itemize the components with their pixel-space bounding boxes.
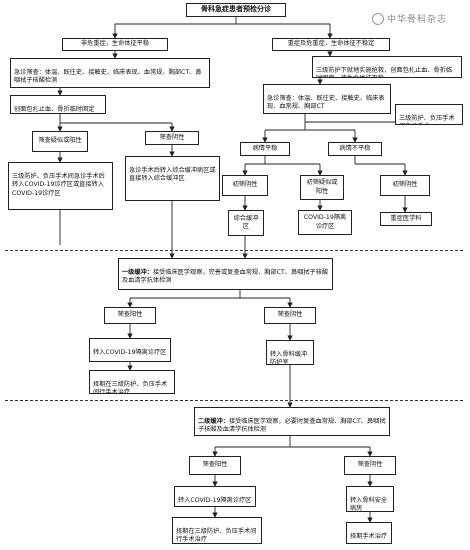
level1-buffer-text: 接受临床医学观察，完善或复查血常规、胸部CT、鼻咽拭子核酸及血清学抗体检测 bbox=[122, 269, 329, 285]
right-initial-negative-2-box: 初筛阴性 bbox=[380, 175, 430, 196]
right-initial-negative-2-label: 初筛阴性 bbox=[392, 181, 418, 189]
left-suspected-label: 筛查疑似或阳性 bbox=[38, 137, 82, 145]
level2-positive-box: 筛查阳性 bbox=[189, 456, 241, 475]
level2-negative-surgery-box: 择期手术治疗 bbox=[346, 522, 392, 544]
non-critical-label: 非危重症，生命体征平稳 bbox=[80, 40, 150, 48]
level2-positive-surgery-box: 择期在三级防护、负压手术间行手术治疗 bbox=[172, 517, 262, 544]
level1-positive-surgery-box: 择期在三级防护、负压手术间行手术治疗 bbox=[89, 370, 175, 394]
level2-positive-action-box: 转入COVID-19隔离诊疗区 bbox=[174, 486, 256, 507]
right-initial-negative-1-box: 初筛阴性 bbox=[222, 175, 268, 196]
left-negative-action-text: 急诊手术后转入综合缓冲病区或直接转入综合缓冲区 bbox=[129, 167, 216, 183]
right-stable-box: 病情平稳 bbox=[240, 142, 290, 156]
critical-label: 重症及危重症，生命体征不稳定 bbox=[287, 40, 375, 48]
level1-negative-action-box: 转入骨科缓冲防护室 bbox=[266, 340, 314, 365]
right-rescue-text: 三级防护下就地实施抢救，创面包扎止血、骨折临时固定，待生命体征平稳 bbox=[316, 67, 453, 77]
left-negative-action-box: 急诊手术后转入综合缓冲病区或直接转入综合缓冲区 bbox=[125, 156, 220, 201]
level1-positive-surgery-text: 择期在三级防护、负压手术间行手术治疗 bbox=[93, 381, 168, 394]
left-screening-box: 急诊筛查：体温、既往史、接触史、临床表现、血常规、胸部CT、鼻咽拭子核酸检测 bbox=[10, 58, 210, 88]
left-negative-label: 筛查阴性 bbox=[159, 133, 185, 141]
watermark-text: 中华骨科杂志 bbox=[387, 15, 448, 25]
right-icu-box: 重症医学科 bbox=[380, 212, 432, 226]
level2-negative-label: 筛查阴性 bbox=[357, 461, 383, 469]
right-comprehensive-buffer-box: 综合缓冲区 bbox=[228, 210, 264, 236]
right-emergency-surgery-box: 三级防护、负压手术间急诊手术 bbox=[395, 104, 463, 125]
level1-buffer-label: 一级缓冲： bbox=[122, 269, 153, 277]
journal-logo-icon bbox=[372, 12, 384, 25]
level2-buffer-label: 二级缓冲： bbox=[198, 418, 229, 426]
left-negative-box: 筛查阴性 bbox=[145, 131, 199, 145]
left-suspected-box: 筛查疑似或阳性 bbox=[32, 131, 88, 152]
level2-negative-box: 筛查阴性 bbox=[344, 456, 396, 475]
right-screening-text: 急诊筛查：体温、既往史、接触史、临床表现、血常规、胸部CT bbox=[267, 95, 385, 111]
right-covid-isolation-box: COVID-19隔离诊疗区 bbox=[298, 210, 352, 235]
right-unstable-box: 病情不平稳 bbox=[328, 142, 382, 156]
triage-title: 骨科急症患者预检分诊 bbox=[201, 5, 271, 14]
level2-buffer-text: 接受临床医学观察，必要时复查血常规、胸部CT、鼻咽拭子核酸及血清学抗体检测 bbox=[198, 418, 386, 434]
level2-negative-surgery-text: 择期手术治疗 bbox=[350, 533, 388, 541]
level1-negative-label: 筛查阴性 bbox=[277, 311, 303, 319]
level1-positive-action-text: 转入COVID-19隔离诊疗区 bbox=[93, 349, 167, 357]
right-rescue-box: 三级防护下就地实施抢救，创面包扎止血、骨折临时固定，待生命体征平稳 bbox=[312, 56, 462, 78]
left-screening-text: 急诊筛查：体温、既往史、接触史、临床表现、血常规、胸部CT、鼻咽拭子核酸检测 bbox=[14, 69, 202, 85]
level1-buffer-box: 一级缓冲：接受临床医学观察，完善或复查血常规、胸部CT、鼻咽拭子核酸及血清学抗体… bbox=[118, 258, 333, 290]
right-unstable-label: 病情不平稳 bbox=[339, 144, 371, 152]
journal-watermark: 中华骨科杂志 bbox=[372, 12, 447, 25]
level2-buffer-box: 二级缓冲：接受临床医学观察，必要时复查血常规、胸部CT、鼻咽拭子核酸及血清学抗体… bbox=[194, 407, 390, 436]
right-initial-negative-1-label: 初筛阴性 bbox=[232, 181, 258, 189]
section-divider-1 bbox=[5, 250, 463, 251]
level2-positive-label: 筛查阳性 bbox=[202, 461, 228, 469]
left-suspected-action-text: 三级防护、负压手术间急诊手术后转入COVID-19诊疗区或直接转入COVID-1… bbox=[12, 173, 105, 197]
level1-positive-label: 筛查阳性 bbox=[117, 311, 143, 319]
level1-positive-action-box: 转入COVID-19隔离诊疗区 bbox=[89, 338, 171, 362]
right-stable-label: 病情平稳 bbox=[252, 144, 278, 152]
level2-positive-action-text: 转入COVID-19隔离诊疗区 bbox=[178, 497, 252, 505]
non-critical-box: 非危重症，生命体征平稳 bbox=[62, 38, 168, 51]
section-divider-2 bbox=[5, 400, 463, 401]
right-covid-isolation-label: COVID-19隔离诊疗区 bbox=[303, 214, 347, 230]
right-initial-positive-label: 初筛疑似或阳性 bbox=[306, 179, 338, 195]
right-comprehensive-buffer-label: 综合缓冲区 bbox=[233, 214, 259, 230]
left-temp-care-box: 创面包扎止血、骨折临时固定 bbox=[10, 95, 106, 114]
left-temp-care-text: 创面包扎止血、骨折临时固定 bbox=[14, 106, 95, 114]
right-screening-box: 急诊筛查：体温、既往史、接触史、临床表现、血常规、胸部CT bbox=[263, 84, 391, 114]
critical-box: 重症及危重症，生命体征不稳定 bbox=[272, 38, 390, 51]
level1-negative-box: 筛查阴性 bbox=[264, 307, 316, 324]
level1-positive-box: 筛查阳性 bbox=[104, 307, 156, 324]
right-initial-positive-box: 初筛疑似或阳性 bbox=[300, 175, 344, 200]
level2-negative-action-text: 转入骨科安全病房 bbox=[350, 497, 388, 512]
right-icu-label: 重症医学科 bbox=[390, 214, 422, 222]
triage-title-box: 骨科急症患者预检分诊 bbox=[186, 3, 286, 17]
level2-negative-action-box: 转入骨科安全病房 bbox=[346, 486, 394, 512]
level2-positive-surgery-text: 择期在三级防护、负压手术间行手术治疗 bbox=[176, 528, 257, 544]
level1-negative-action-text: 转入骨科缓冲防护室 bbox=[270, 351, 308, 365]
right-emergency-surgery-text: 三级防护、负压手术间急诊手术 bbox=[399, 115, 455, 124]
left-suspected-action-box: 三级防护、负压手术间急诊手术后转入COVID-19诊疗区或直接转入COVID-1… bbox=[8, 162, 113, 210]
